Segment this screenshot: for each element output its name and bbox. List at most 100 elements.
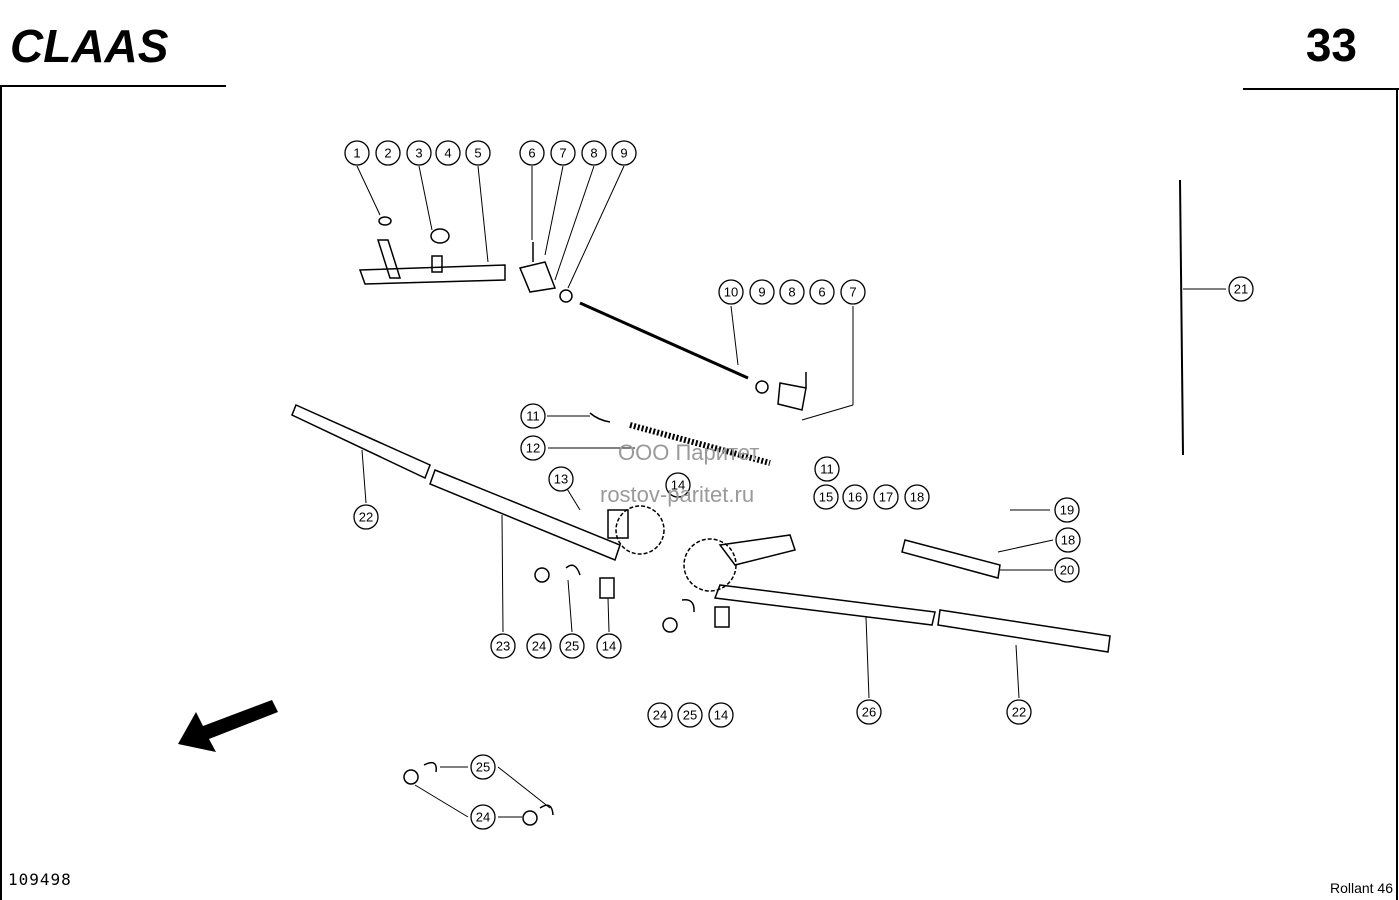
bushing-14a xyxy=(599,577,615,599)
callout-circle xyxy=(647,702,673,728)
callout-circle xyxy=(904,484,930,510)
threaded-rod xyxy=(579,301,749,380)
callout-label: 11 xyxy=(820,462,834,477)
callout-circle xyxy=(519,140,545,166)
callout-label: 22 xyxy=(1012,705,1026,720)
washer-24b xyxy=(662,617,678,633)
callout-label: 14 xyxy=(714,708,728,723)
callout-label: 9 xyxy=(620,146,627,161)
callout-circle xyxy=(375,140,401,166)
callout-label: 19 xyxy=(1060,503,1074,518)
arm-plate xyxy=(718,534,796,566)
watermark-url: rostov-paritet.ru xyxy=(600,482,755,507)
callout-circle xyxy=(581,140,607,166)
callout-label: 8 xyxy=(788,285,795,300)
callout-label: 1 xyxy=(353,146,360,161)
callout-circle xyxy=(718,279,744,305)
callout-circle xyxy=(665,472,691,498)
ring-25a xyxy=(565,564,581,576)
callout-label: 5 xyxy=(474,146,481,161)
nut xyxy=(559,289,573,303)
callout-label: 16 xyxy=(848,490,862,505)
callout-label: 24 xyxy=(476,810,490,825)
callout-circle xyxy=(1055,527,1081,553)
callout-circle xyxy=(526,633,552,659)
callout-circle xyxy=(611,140,637,166)
callout-label: 10 xyxy=(724,285,738,300)
callout-circle xyxy=(465,140,491,166)
tube-22-right xyxy=(937,609,1111,653)
callout-label: 25 xyxy=(565,639,579,654)
callout-circle xyxy=(708,702,734,728)
callout-circle xyxy=(779,279,805,305)
callout-label: 2 xyxy=(384,146,391,161)
callout-circle xyxy=(1228,276,1254,302)
callout-label: 7 xyxy=(849,285,856,300)
callout-circle xyxy=(520,403,546,429)
callout-circle xyxy=(809,279,835,305)
callout-circle xyxy=(596,633,622,659)
callout-label: 17 xyxy=(879,490,893,505)
callout-label: 25 xyxy=(476,760,490,775)
callout-circle xyxy=(814,456,840,482)
callout-label: 14 xyxy=(671,478,685,493)
callout-circle xyxy=(677,702,703,728)
callout-label: 20 xyxy=(1060,563,1074,578)
rod-21 xyxy=(1179,179,1184,456)
callout-circle xyxy=(813,484,839,510)
clevis xyxy=(518,261,557,293)
callout-circle xyxy=(470,804,496,830)
callout-circle xyxy=(548,466,574,492)
callout-label: 7 xyxy=(559,146,566,161)
hook xyxy=(589,412,611,423)
callout-circle xyxy=(520,435,546,461)
tube-left xyxy=(291,403,431,480)
model-name: Rollant 46 xyxy=(1329,880,1393,896)
callout-circle xyxy=(873,484,899,510)
clevis-2 xyxy=(777,382,807,411)
spring xyxy=(629,422,771,466)
bushing xyxy=(430,228,450,244)
callout-label: 22 xyxy=(359,510,373,525)
lever-right xyxy=(901,539,1001,579)
callout-circle xyxy=(435,140,461,166)
brand-text: CLAAS xyxy=(10,20,169,70)
callout-label: 18 xyxy=(910,490,924,505)
callout-circle xyxy=(550,140,576,166)
arrow-down-left-icon xyxy=(178,700,278,752)
page-number: 33 xyxy=(1305,19,1357,71)
callout-label: 21 xyxy=(1234,282,1248,297)
callout-circle xyxy=(1054,497,1080,523)
callout-label: 23 xyxy=(496,639,510,654)
callout-circle xyxy=(353,504,379,530)
washer xyxy=(378,216,392,226)
ring-25c xyxy=(423,761,437,773)
nut-2 xyxy=(755,380,769,394)
callout-label: 3 xyxy=(415,146,422,161)
watermark-company: ООО Паритет xyxy=(618,440,760,465)
pin-small xyxy=(431,255,443,273)
lever-bracket xyxy=(358,264,506,285)
callout-circle xyxy=(490,633,516,659)
callout-label: 24 xyxy=(653,708,667,723)
callout-circle xyxy=(840,279,866,305)
callout-circle xyxy=(406,140,432,166)
tube-center xyxy=(429,469,621,561)
callout-label: 24 xyxy=(532,639,546,654)
callout-circle xyxy=(559,633,585,659)
callout-circle xyxy=(470,754,496,780)
callout-circle xyxy=(856,699,882,725)
sprocket-right xyxy=(683,538,737,592)
callout-label: 6 xyxy=(528,146,535,161)
callout-circle xyxy=(842,484,868,510)
callout-label: 12 xyxy=(526,441,540,456)
callout-label: 8 xyxy=(590,146,597,161)
callout-circle xyxy=(344,140,370,166)
callout-label: 6 xyxy=(818,285,825,300)
callout-label: 25 xyxy=(683,708,697,723)
part-drawings xyxy=(291,179,1184,826)
ring-25d xyxy=(539,804,554,816)
